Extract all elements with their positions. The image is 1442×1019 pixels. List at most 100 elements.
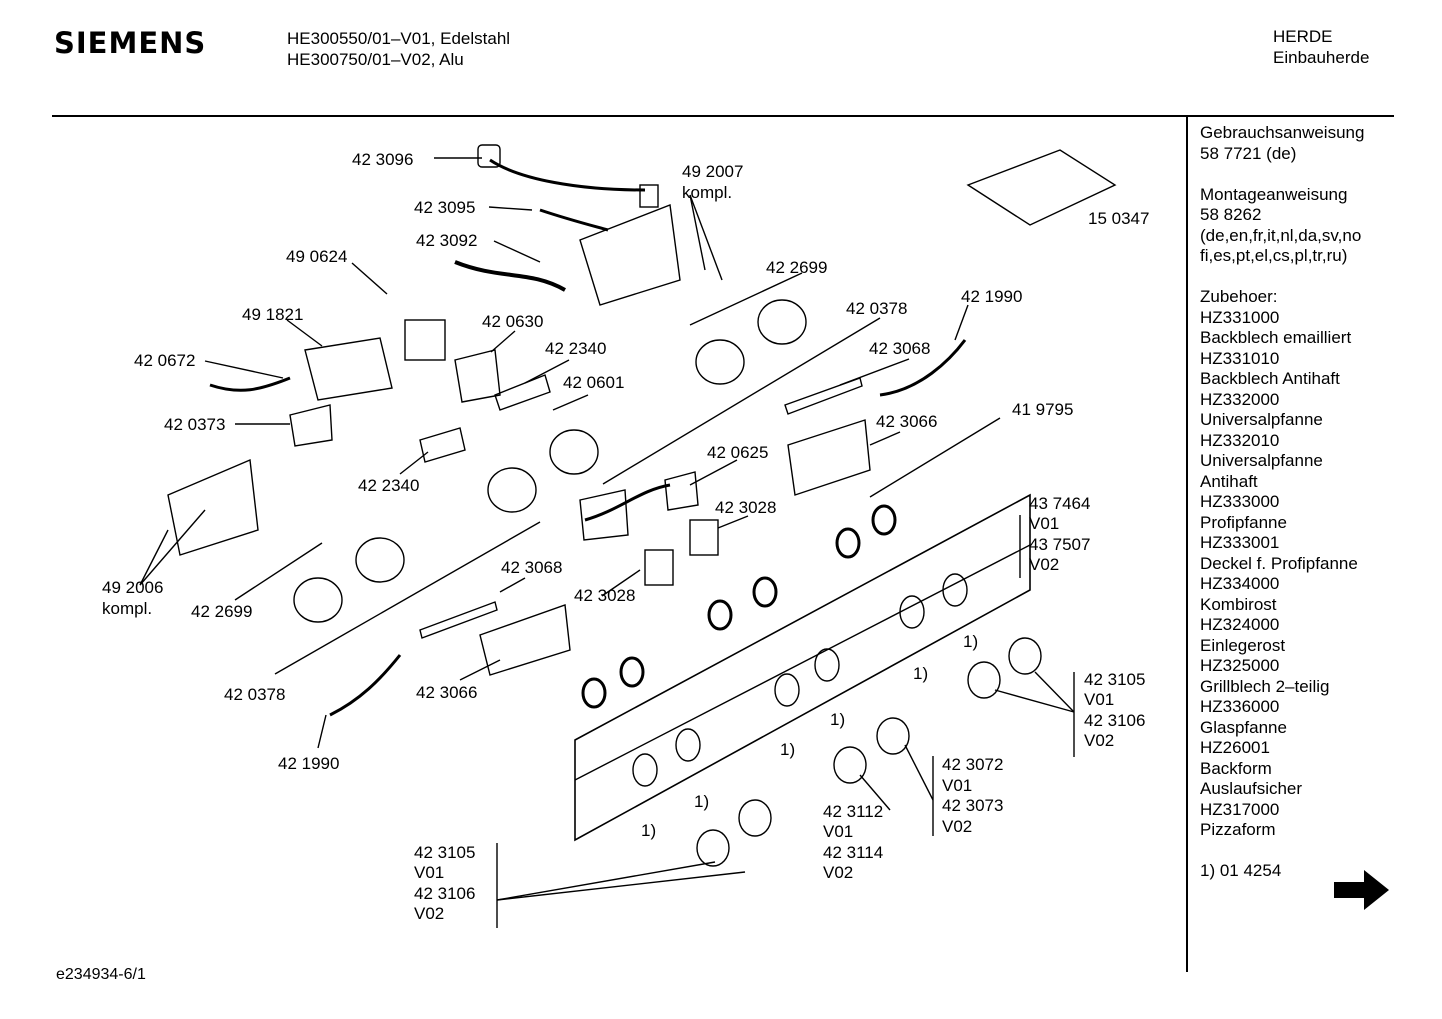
sidebar-divider [1186,117,1188,972]
part-number-label: 42 3114 [823,843,884,862]
leader-line [859,774,891,811]
part-number-label: V01 [1029,514,1060,533]
leader-line [139,529,169,586]
arrow-right-icon[interactable] [1334,868,1390,912]
knob-ring [707,599,733,631]
part-number-label: V02 [823,863,854,882]
part-number-label: 41 9795 [1012,400,1074,419]
part-number-label: 42 1990 [278,754,340,773]
part-number-label: 42 0373 [164,415,226,434]
part-number-label: 43 7507 [1029,535,1091,554]
sidebar-line: 58 8262 [1200,205,1262,224]
leader-line [524,359,570,384]
switch-rail [494,374,551,411]
sidebar-line: HZ332010 [1200,430,1280,450]
document-code: e234934-6/1 [56,966,146,983]
cable-harness [584,483,671,522]
part-number-label: 42 0672 [134,351,196,370]
brand-logo: SIEMENS [54,26,207,60]
sidebar-line: HZ324000 [1200,615,1280,634]
leader-line [139,509,206,586]
cable-connector [477,144,501,168]
part-number-label: 49 0624 [286,247,348,266]
control-knob [876,717,910,755]
footnote-marker: 1) [830,710,846,729]
pcb [664,471,699,511]
sidebar-line: Universalpfanne [1200,451,1323,470]
leader-line [317,714,327,749]
sidebar-line: HZ317000 [1200,799,1280,819]
ribbon-cable [454,260,566,292]
control-knob [833,746,867,784]
switch-rail [784,377,863,415]
part-number-label: 42 0630 [482,312,544,331]
leader-line [493,240,541,263]
part-number-label: V01 [1084,690,1115,709]
sidebar-line: HZ331000 [1200,307,1280,327]
switch-block [479,604,571,676]
knob-sleeve [487,467,537,513]
part-number-label: 42 3106 [1084,711,1146,730]
panel-hole [774,673,800,707]
part-number-label: 15 0347 [1088,209,1150,228]
panel-hole [675,728,701,762]
leader-line [499,577,526,593]
knob-ring [619,656,645,688]
part-number-label: 42 3112 [823,802,884,821]
knob-ring [581,677,607,709]
sidebar-line: HZ333001 [1200,533,1280,552]
category-line-1: HERDE [1273,27,1333,46]
part-number-label: V02 [414,904,445,923]
leader-line [689,272,803,326]
part-number-label: V01 [414,863,445,882]
part-number-label: 42 3066 [416,683,478,702]
sidebar-line: Montageanweisung [1200,184,1348,204]
cable-harness [489,158,646,192]
sidebar-line: Einlegerost [1200,635,1286,655]
sidebar-line: Deckel f. Profipfanne [1200,553,1358,573]
cable-connector [639,184,659,208]
part-number-label: 42 0601 [563,373,625,392]
knob-sleeve [355,537,405,583]
part-number-label: 42 0378 [224,685,286,704]
sidebar-line: HZ325000 [1200,656,1280,675]
sidebar-line: HZ333000 [1200,492,1280,511]
header-divider [52,115,1394,117]
leader-line [234,542,323,601]
leader-line [689,194,723,281]
control-knob [967,661,1001,699]
part-number-label: 42 3066 [876,412,938,431]
leader-line [496,861,716,901]
part-number-label: 42 3072 [942,755,1004,774]
sidebar-line: Auslaufsicher [1200,779,1303,798]
leader-line [689,194,706,271]
sidebar-line: Zubehoer: [1200,287,1278,306]
sidebar-line: Gebrauchsanweisung [1200,123,1365,142]
control-knob [738,799,772,837]
part-number-label: kompl. [682,183,733,202]
part-number-label: 42 2699 [191,602,253,621]
part-number-label: 42 2340 [545,339,607,358]
part-number-label: V01 [942,776,973,795]
product-category: HERDE Einbauherde [1273,26,1369,68]
cable-harness [329,654,402,717]
sidebar-line: Antihaft [1200,471,1258,491]
leader-line [274,521,541,675]
footnote-marker: 1) [694,792,710,811]
leader-line [351,262,388,295]
model-designation: HE300550/01–V01, Edelstahl HE300750/01–V… [287,28,510,70]
bracket [454,349,501,403]
part-number-label: V02 [942,817,973,836]
knob-sleeve [549,429,599,475]
sidebar-line: fi,es,pt,el,cs,pl,tr,ru) [1200,246,1348,265]
leader-line [204,360,284,379]
sidebar-line: 58 7721 (de) [1200,143,1297,163]
panel-edge [574,544,1031,781]
control-knob [1008,637,1042,675]
part-number-label: 42 0625 [707,443,769,462]
part-number-label: 42 2699 [766,258,828,277]
part-number-label: V02 [1029,555,1060,574]
leader-line [488,206,533,211]
part-number-label: 42 3028 [715,498,777,517]
part-number-label: 42 3028 [574,586,636,605]
